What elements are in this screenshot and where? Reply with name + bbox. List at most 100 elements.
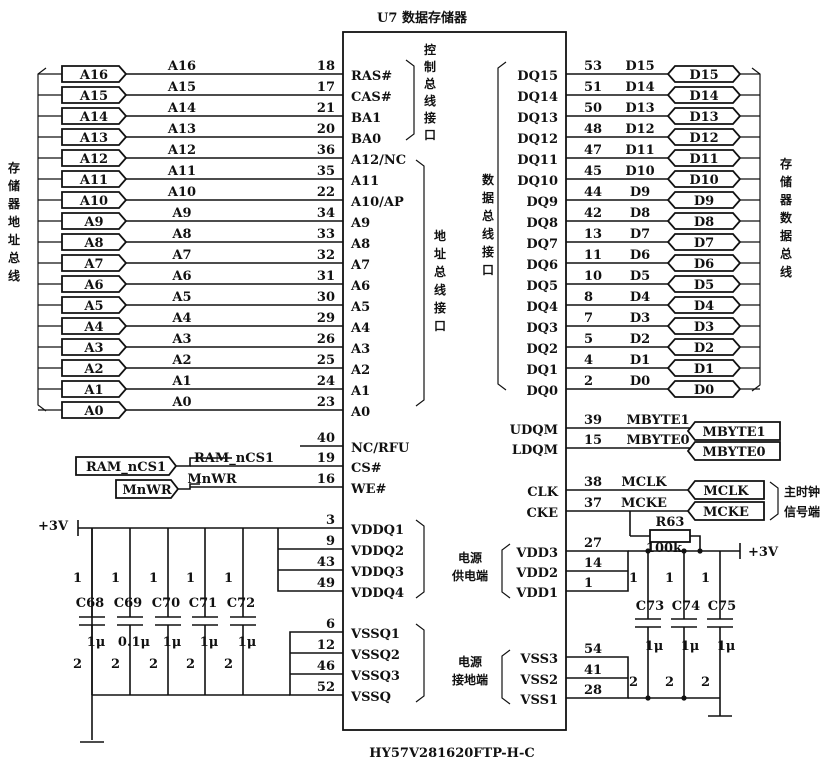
- address-port-label: A16: [79, 68, 108, 83]
- data-net-label: D3: [630, 311, 650, 326]
- left-pin-number: 32: [317, 248, 335, 263]
- cap-right-ref: C75: [708, 599, 736, 614]
- junction-dot: [645, 695, 651, 701]
- left-pin-number: 23: [317, 395, 335, 410]
- control-interface-caption: 制: [424, 59, 436, 74]
- cap-left-pin-bottom: 2: [224, 657, 233, 672]
- right-pin-name: CKE: [526, 506, 558, 521]
- address-port-shape: [61, 212, 128, 230]
- address-net-label: A14: [167, 101, 196, 116]
- data-interface-bracket: [497, 61, 507, 391]
- mask-port-shape: [686, 421, 781, 441]
- supply-left-label: +3V: [38, 519, 69, 534]
- mask-net-label: MBYTE0: [626, 433, 689, 448]
- interface-labels: 存储器地址总线控制总线接口地址总线接口数据总线接口存储器数据总线电源供电端电源接…: [7, 42, 793, 705]
- power-network: +3V12C681μ12C690.1μ12C701μ12C711μ12C721μ…: [38, 511, 779, 743]
- cap-left-value: 1μ: [200, 635, 219, 650]
- data-bus: D15D14D13D12D11D10D9D8D7D6D5D4D3D2D1D0D1…: [566, 59, 761, 398]
- left-pin-name: VDDQ3: [350, 565, 404, 580]
- cap-right-pin-top: 1: [665, 571, 674, 586]
- address-bus-caption: 总: [8, 250, 20, 265]
- power-supply-caption-2: 供电端: [451, 568, 488, 583]
- right-pin-number: 50: [584, 101, 602, 116]
- address-port-shape: [61, 254, 128, 272]
- right-pin-number: 5: [584, 332, 593, 347]
- right-pin-name: DQ1: [526, 363, 558, 378]
- address-net-label: A4: [171, 311, 191, 326]
- address-net-label: A15: [167, 80, 196, 95]
- right-pin-name: DQ0: [526, 384, 558, 399]
- left-pin-number: 35: [317, 164, 335, 179]
- mask-port-label: MBYTE1: [702, 425, 765, 440]
- left-pin-name: A9: [350, 216, 370, 231]
- control-interface-caption: 口: [424, 128, 436, 142]
- address-bus-bracket: [37, 67, 47, 412]
- address-port-label: A14: [79, 110, 108, 125]
- left-pin-name: NC/RFU: [351, 441, 410, 456]
- cap-left-ref: C72: [227, 596, 255, 611]
- right-pin-number: 28: [584, 683, 602, 698]
- data-port-shape: [666, 170, 742, 188]
- right-pin-number: 10: [584, 269, 602, 284]
- address-port-label: A5: [83, 299, 103, 314]
- right-pin-name: LDQM: [512, 443, 558, 458]
- address-bus-caption: 存: [7, 160, 20, 175]
- address-bus-caption: 器: [7, 197, 21, 211]
- data-bus-caption: 器: [779, 193, 793, 207]
- data-net-label: D0: [630, 374, 650, 389]
- data-bus-caption: 数: [780, 210, 793, 225]
- data-port-shape: [666, 380, 742, 398]
- data-port-shape: [666, 128, 742, 146]
- left-pin-number: 9: [326, 534, 335, 549]
- chip-part-number: HY57V281620FTP-H-C: [369, 746, 534, 761]
- vssq-jumper: [289, 631, 343, 696]
- address-interface-caption: 址: [434, 246, 446, 261]
- left-pin-name: VSSQ3: [350, 669, 400, 684]
- right-pin-name: VDD3: [515, 546, 558, 561]
- left-pin-name: A8: [350, 237, 370, 252]
- data-bus-caption: 线: [780, 264, 792, 279]
- data-port-shape: [666, 254, 742, 272]
- left-pin-number: 29: [317, 311, 335, 326]
- right-pin-name: DQ8: [526, 216, 558, 231]
- address-port-label: A8: [83, 236, 103, 251]
- cap-left-pin-bottom: 2: [149, 657, 158, 672]
- data-net-label: D5: [630, 269, 650, 284]
- address-port-label: A11: [79, 173, 108, 188]
- data-port-label: D10: [689, 173, 718, 188]
- data-port-label: D5: [694, 278, 714, 293]
- left-pin-name: VDDQ4: [350, 586, 404, 601]
- left-pin-number: 18: [317, 59, 335, 74]
- right-pin-name: VSS3: [519, 652, 558, 667]
- data-bus-caption: 总: [780, 246, 792, 261]
- address-net-label: A10: [167, 185, 196, 200]
- power-supply-bracket: [415, 519, 425, 599]
- clock-port-label: MCLK: [703, 484, 749, 499]
- power-ground-caption-1: 电源: [458, 654, 482, 669]
- data-bus-caption: 据: [780, 228, 792, 243]
- data-net-label: D14: [625, 80, 654, 95]
- cap-left-pin-top: 1: [224, 571, 233, 586]
- cs-port-shape: [75, 456, 178, 476]
- data-net-label: D15: [625, 59, 654, 74]
- data-net-label: D7: [630, 227, 650, 242]
- right-pin-number: 13: [584, 227, 602, 242]
- address-net-label: A0: [171, 395, 191, 410]
- data-port-label: D1: [694, 362, 714, 377]
- data-port-shape: [666, 338, 742, 356]
- data-interface-caption: 线: [482, 226, 494, 241]
- address-net-label: A16: [167, 59, 196, 74]
- junction-dot: [697, 548, 703, 554]
- left-pin-name: WE#: [350, 482, 387, 497]
- right-pin-number: 47: [584, 143, 602, 158]
- left-pin-number: 22: [317, 185, 335, 200]
- clock-port-caption-1: 主时钟: [784, 484, 820, 499]
- address-interface-caption: 口: [434, 319, 446, 333]
- left-pin-name: A0: [350, 405, 370, 420]
- right-pin-name: DQ9: [526, 195, 558, 210]
- left-pin-number: 25: [317, 353, 335, 368]
- data-port-label: D14: [689, 89, 718, 104]
- address-port-shape: [61, 338, 128, 356]
- left-pin-name: VSSQ1: [350, 627, 400, 642]
- data-port-label: D6: [694, 257, 714, 272]
